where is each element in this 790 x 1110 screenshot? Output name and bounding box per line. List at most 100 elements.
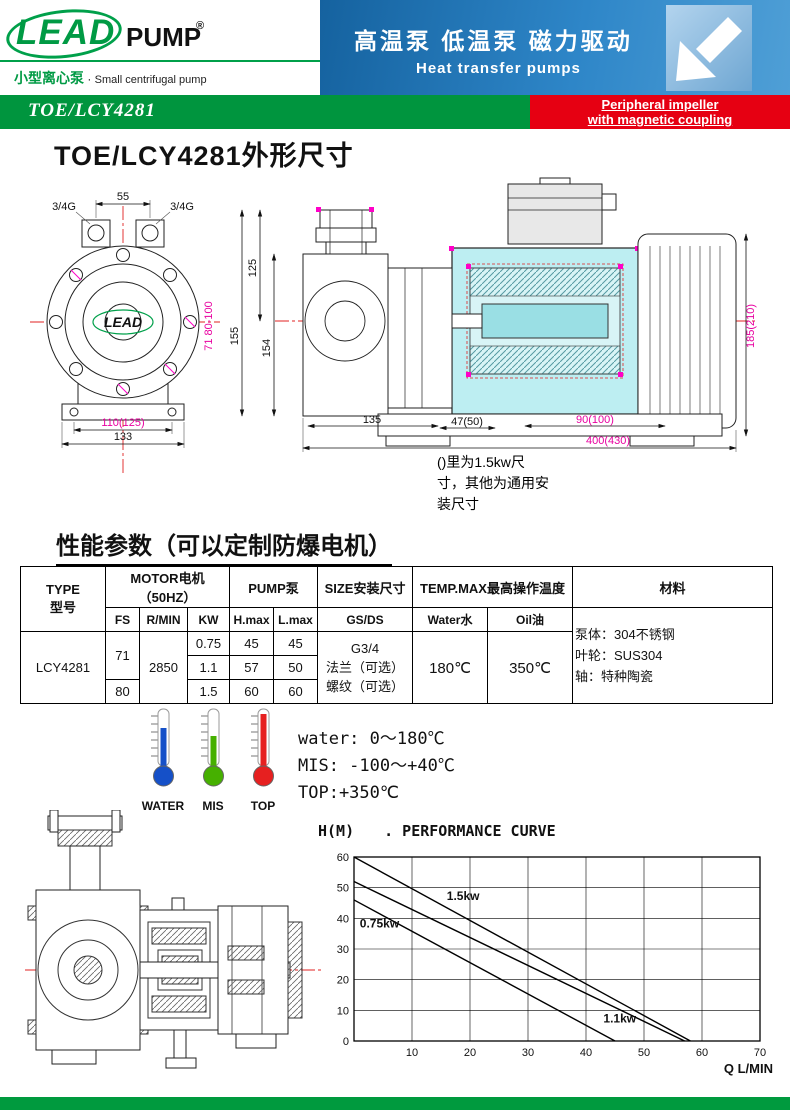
svg-text:0: 0: [343, 1036, 349, 1048]
cell-oil-temp: 350℃: [487, 631, 574, 704]
cell-kw-15: 1.5: [186, 679, 231, 704]
svg-text:60: 60: [696, 1047, 708, 1059]
thermometer-top-icon: [251, 708, 274, 787]
cell-rmin: 2850: [139, 631, 188, 704]
chart-x-unit: Q L/MIN: [724, 1061, 773, 1076]
banner-subtitle: Heat transfer pumps: [416, 60, 581, 77]
material-shaft: 轴：特种陶瓷: [575, 669, 654, 684]
curve-label-1.5kw: 1.5kw: [447, 889, 480, 903]
col-motor: MOTOR电机（50HZ）: [104, 566, 231, 608]
cell-hmax-60: 60: [229, 679, 275, 704]
col-kw: KW: [186, 607, 231, 632]
footer-bar: [0, 1097, 790, 1110]
banner-title: 高温泵 低温泵 磁力驱动: [354, 28, 633, 54]
curve-label-1.1kw: 1.1kw: [603, 1012, 636, 1026]
svg-text:10: 10: [406, 1047, 418, 1059]
material-impeller: 叶轮：SUS304: [575, 648, 663, 663]
dim-400-430: 400(430): [586, 435, 630, 447]
brand-subtitle-cn: 小型离心泵: [14, 70, 84, 86]
svg-text:60: 60: [337, 852, 349, 864]
col-pump: PUMP泵: [229, 566, 319, 608]
blue-banner: 高温泵 低温泵 磁力驱动 Heat transfer pumps: [320, 0, 790, 95]
model-bar: TOE/LCY4281 Peripheral impeller with mag…: [0, 95, 790, 129]
col-hmax: H.max: [229, 607, 275, 632]
svg-text:50: 50: [638, 1047, 650, 1059]
dimension-note: ()里为1.5kw尺 寸，其他为通用安 装尺寸: [437, 452, 549, 515]
col-lmax: L.max: [273, 607, 319, 632]
brand-lead-text: LEAD: [16, 13, 116, 52]
cell-gsds: G3/4 法兰（可选） 螺纹（可选）: [317, 631, 414, 704]
col-material: 材料: [572, 566, 774, 608]
temperature-legend: WATER MIS TOP: [138, 704, 288, 813]
material-cell: 泵体：304不锈钢 叶轮：SUS304 轴：特种陶瓷: [572, 607, 774, 704]
pump-cross-section-drawing: [25, 810, 324, 1069]
svg-text:50: 50: [337, 883, 349, 895]
chart-title-row: H(M) . PERFORMANCE CURVE: [318, 822, 556, 840]
col-gsds: GS/DS: [317, 607, 414, 632]
brand-pump-text: PUMP: [126, 22, 202, 52]
svg-text:20: 20: [464, 1047, 476, 1059]
note-line1: ()里为1.5kw尺: [437, 454, 525, 470]
model-number: TOE/LCY4281: [28, 100, 156, 121]
port-right-label: 3/4G: [170, 201, 194, 213]
col-fs: FS: [105, 607, 140, 632]
model-bar-right: Peripheral impeller with magnetic coupli…: [530, 95, 790, 129]
dim-154: 154: [261, 339, 273, 357]
cell-fs-80: 80: [105, 679, 140, 704]
col-rmin: R/MIN: [139, 607, 188, 632]
col-size: SIZE安装尺寸: [317, 566, 414, 608]
temperature-ranges: water: 0～180℃ MIS: -100～+40℃ TOP:+350℃: [298, 726, 455, 807]
col-temp: TEMP.MAX最高操作温度: [412, 566, 574, 608]
thermometer-water: WATER: [138, 704, 188, 813]
col-water: Water水: [412, 607, 489, 632]
cell-kw-075: 0.75: [186, 631, 231, 656]
cell-water-temp: 180℃: [412, 631, 489, 704]
svg-text:20: 20: [337, 975, 349, 987]
note-line3: 装尺寸: [437, 496, 479, 512]
chart-y-unit: H(M): [318, 822, 355, 840]
cell-lmax-45: 45: [273, 631, 319, 656]
dim-55: 55: [117, 191, 129, 203]
corner-arrow-icon: [666, 5, 752, 91]
dim-185-210: 185(210): [745, 304, 757, 348]
impeller-type-line1: Peripheral impeller: [601, 97, 719, 112]
port-left-label: 3/4G: [52, 201, 76, 213]
thermometer-mis-label: MIS: [202, 799, 224, 813]
thermometer-top-label: TOP: [250, 799, 276, 813]
down-left-arrow-icon: [676, 17, 742, 81]
thermometer-mis: MIS: [188, 704, 238, 813]
table-row: 80 1.5 60 60: [21, 679, 773, 704]
pump-front-view: LEAD 55 3/4G 3/4G 110(125) 133 71 80-100: [30, 191, 220, 476]
table-row: LCY4281 71 2850 0.75 45 45 G3/4 法兰（可选） 螺…: [20, 631, 773, 704]
thermometer-water-label: WATER: [141, 799, 185, 813]
curve-label-0.75kw: 0.75kw: [360, 917, 400, 931]
registered-mark: ®: [196, 20, 205, 32]
cell-fs-71: 71: [105, 631, 140, 680]
brand-subtitle-en: Small centrifugal pump: [94, 74, 207, 86]
water-range: water: 0～180℃: [298, 729, 445, 749]
cell-hmax-57: 57: [229, 655, 275, 680]
cell-hmax-45: 45: [229, 631, 275, 656]
thermometer-top: TOP: [238, 704, 288, 813]
svg-text:10: 10: [337, 1005, 349, 1017]
svg-text:40: 40: [337, 913, 349, 925]
dim-135: 135: [363, 414, 381, 426]
svg-text:30: 30: [337, 944, 349, 956]
dim-47-50: 47(50): [451, 416, 483, 428]
cell-kw-11: 1.1: [186, 655, 231, 680]
cell-lmax-50: 50: [273, 655, 319, 680]
curve-0.75kw: [353, 899, 616, 1042]
parameters-title: 性能参数（可以定制防爆电机）: [56, 526, 392, 566]
dim-shaft-height: 71 80-100: [203, 301, 215, 351]
brand-subtitle: 小型离心泵 · Small centrifugal pump: [14, 68, 207, 88]
thermometer-water-icon: [151, 708, 174, 787]
brand-subtitle-sep: ·: [84, 72, 95, 86]
pump-side-view: 125 155 154 135 47(50) 90(100) 400(430) …: [229, 177, 758, 452]
material-body: 泵体：304不锈钢: [575, 627, 675, 642]
dim-110-125: 110(125): [101, 417, 144, 429]
chart-title: . PERFORMANCE CURVE: [384, 822, 556, 840]
